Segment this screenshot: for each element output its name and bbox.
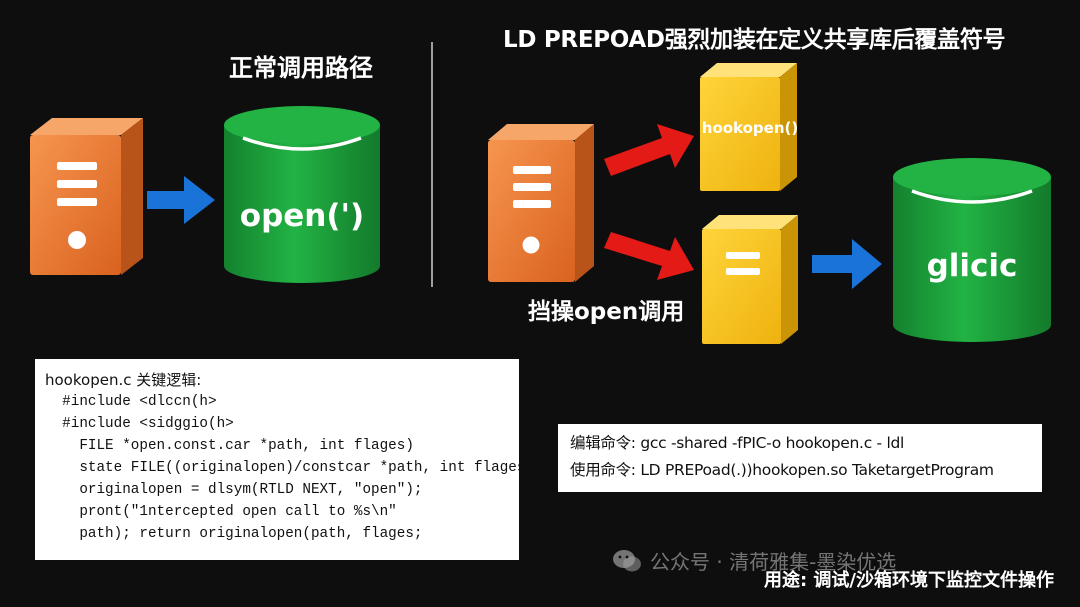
right-cylinder-label: glicic [927, 248, 1018, 284]
red-arrow-upper [604, 124, 694, 176]
watermark: 公众号 · 清荷雅集-墨染优选 [612, 546, 896, 575]
code-line: #include <dlccn(h> [45, 394, 217, 410]
right-blue-arrow [812, 239, 882, 289]
watermark-text: 公众号 · 清荷雅集-墨染优选 [650, 550, 897, 574]
code-panel: hookopen.c 关键逻辑: #include <dlccn(h> #inc… [35, 359, 519, 560]
hook-box-lower-icon [702, 215, 798, 344]
code-line: #include <sidggio(h> [45, 416, 234, 432]
red-arrow-lower [604, 232, 694, 280]
right-cylinder-icon [893, 158, 1051, 342]
compile-command: 编辑命令: gcc -shared -fPIC-o hookopen.c - l… [570, 434, 905, 452]
hook-box-label: hookopen() [702, 119, 798, 137]
left-cylinder-label: open(') [240, 198, 364, 234]
left-cylinder-icon [224, 106, 380, 283]
wechat-icon [613, 549, 641, 571]
left-title: 正常调用路径 [229, 54, 373, 82]
right-server-icon [488, 124, 594, 282]
hook-box-upper-icon [700, 63, 797, 191]
intercept-label: 挡操open调用 [528, 299, 685, 325]
code-line: pront("1ntercepted open call to %s\n" [45, 504, 397, 520]
code-line: originalopen = dlsym(RTLD NEXT, "open"); [45, 482, 423, 498]
right-title: LD PREPOAD强烈加装在定义共享库后覆盖符号 [503, 27, 1006, 53]
usage-note: 用途: 调试/沙箱环境下监控文件操作 [763, 570, 1054, 591]
left-server-icon [30, 118, 143, 275]
code-line: path); return originalopen(path, flages; [45, 526, 423, 542]
code-title: hookopen.c 关键逻辑: [45, 371, 202, 389]
code-line: FILE *open.const.car *path, int flages) [45, 438, 414, 454]
command-panel: 编辑命令: gcc -shared -fPIC-o hookopen.c - l… [558, 424, 1042, 492]
use-command: 使用命令: LD PREPoad(.))hookopen.so Taketarg… [570, 461, 994, 479]
left-blue-arrow [147, 176, 215, 224]
code-line: state FILE((originalopen)/constcar *path… [45, 460, 519, 476]
